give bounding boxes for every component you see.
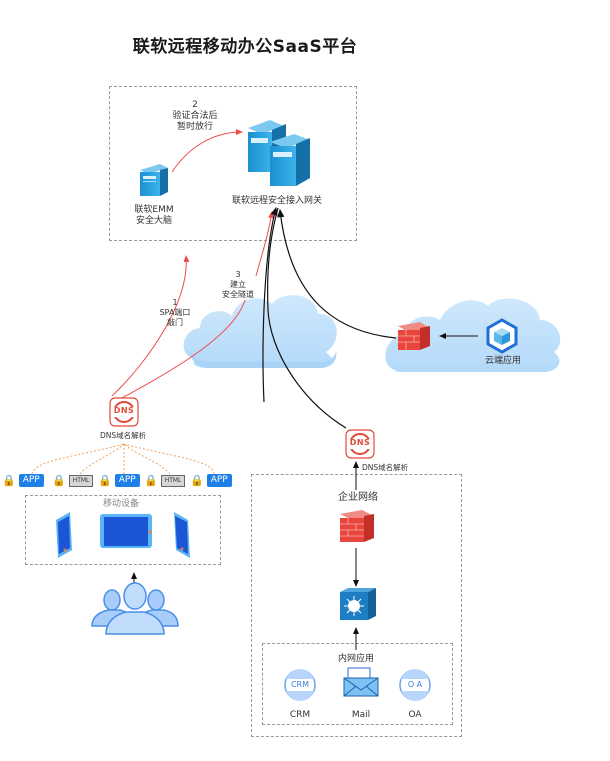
mail-app-icon	[343, 667, 379, 697]
tablet-right-icon	[174, 512, 190, 558]
dns-left-label: DNS域名解析	[100, 431, 147, 440]
cloud-firewall-icon	[398, 322, 430, 350]
enterprise-to-gateway-path	[262, 206, 278, 403]
lock-icon: 🔒	[190, 474, 204, 487]
cloud-firewall-to-gateway-path	[277, 208, 397, 339]
crm-app-icon	[284, 669, 316, 701]
step1-text-line2: 敲门	[167, 318, 183, 327]
emm-label-line1: 联软EMM	[134, 205, 174, 215]
saas-zone-box	[109, 86, 357, 241]
gateway-label: 联软远程安全接入网关	[231, 196, 322, 206]
crm-icon-text: CRM	[290, 680, 310, 689]
internet-cloud	[183, 295, 337, 368]
step2-number: 2	[192, 100, 198, 110]
lock-icon: 🔒	[144, 474, 158, 487]
dns-right-icon	[345, 429, 375, 459]
mobile-devices-label: 移动设备	[102, 499, 139, 509]
client-app-item[interactable]: 🔒 APP	[2, 474, 44, 487]
cloud-app-label: 云端应用	[484, 356, 521, 366]
tablet-left-icon	[56, 512, 72, 558]
client-apps-row: 🔒 APP 🔒 HTML 🔒 APP 🔒 HTML 🔒 APP	[2, 474, 232, 490]
step3-number: 3	[235, 270, 241, 279]
client-app-item[interactable]: 🔒 APP	[190, 474, 232, 487]
crm-app-label: CRM	[289, 710, 311, 720]
core-switch-icon	[340, 588, 376, 620]
step2-text-line2: 暂时放行	[176, 122, 213, 132]
emm-label-line2: 安全大脑	[135, 216, 172, 226]
diagram-title: 联软远程移动办公SaaS平台	[132, 37, 358, 57]
intranet-apps-box	[262, 643, 453, 725]
lock-icon: 🔒	[98, 474, 112, 487]
step1-number: 1	[172, 298, 178, 307]
step2-verify-path	[171, 129, 243, 173]
cloud-apps-cloud	[385, 298, 561, 372]
dns-right-to-gateway-path	[267, 207, 347, 429]
mobile-devices-box	[25, 495, 221, 565]
dns-dotted-links	[31, 443, 215, 475]
dns-right-icon-text: DNS	[349, 438, 371, 447]
dns-left-icon-text: DNS	[113, 406, 135, 415]
users-group-icon	[91, 582, 179, 635]
enterprise-network-label: 企业网络	[338, 492, 378, 503]
step1-label: 1 SPA端口 敲门	[150, 298, 200, 328]
lock-icon: 🔒	[2, 474, 16, 487]
oa-icon-text: O A	[407, 680, 423, 689]
oa-app-icon	[399, 669, 431, 701]
dns-left-icon	[109, 397, 139, 427]
step3-label: 3 建立 安全隧道	[216, 270, 260, 300]
html-badge: HTML	[68, 474, 94, 487]
tablet-center-icon	[100, 514, 152, 548]
step2-text-line1: 验证合法后	[172, 111, 218, 121]
app-badge: APP	[206, 474, 232, 487]
mail-app-label: Mail	[351, 710, 371, 720]
dns-right-label: DNS域名解析	[362, 463, 409, 472]
app-badge: APP	[114, 474, 140, 487]
lock-icon: 🔒	[52, 474, 66, 487]
gateway-server-icon	[248, 120, 310, 186]
step3-text-line1: 建立	[230, 280, 246, 289]
client-app-item[interactable]: 🔒 APP	[98, 474, 140, 487]
client-app-item[interactable]: 🔒 HTML	[52, 474, 94, 487]
step1-spa-knock-path	[111, 255, 190, 397]
step2-label: 2 验证合法后 暂时放行	[164, 100, 226, 133]
cloud-app-icon	[486, 318, 518, 354]
emm-label: 联软EMM 安全大脑	[126, 205, 182, 227]
step3-tunnel-path	[121, 212, 272, 399]
intranet-apps-label: 内网应用	[337, 654, 374, 664]
enterprise-firewall-icon	[340, 510, 374, 542]
step3-text-line2: 安全隧道	[222, 290, 254, 299]
step1-text-line1: SPA端口	[159, 308, 191, 317]
oa-app-label: OA	[408, 710, 422, 720]
emm-server-icon	[140, 164, 168, 196]
client-app-item[interactable]: 🔒 HTML	[144, 474, 186, 487]
html-badge: HTML	[160, 474, 186, 487]
app-badge: APP	[18, 474, 44, 487]
